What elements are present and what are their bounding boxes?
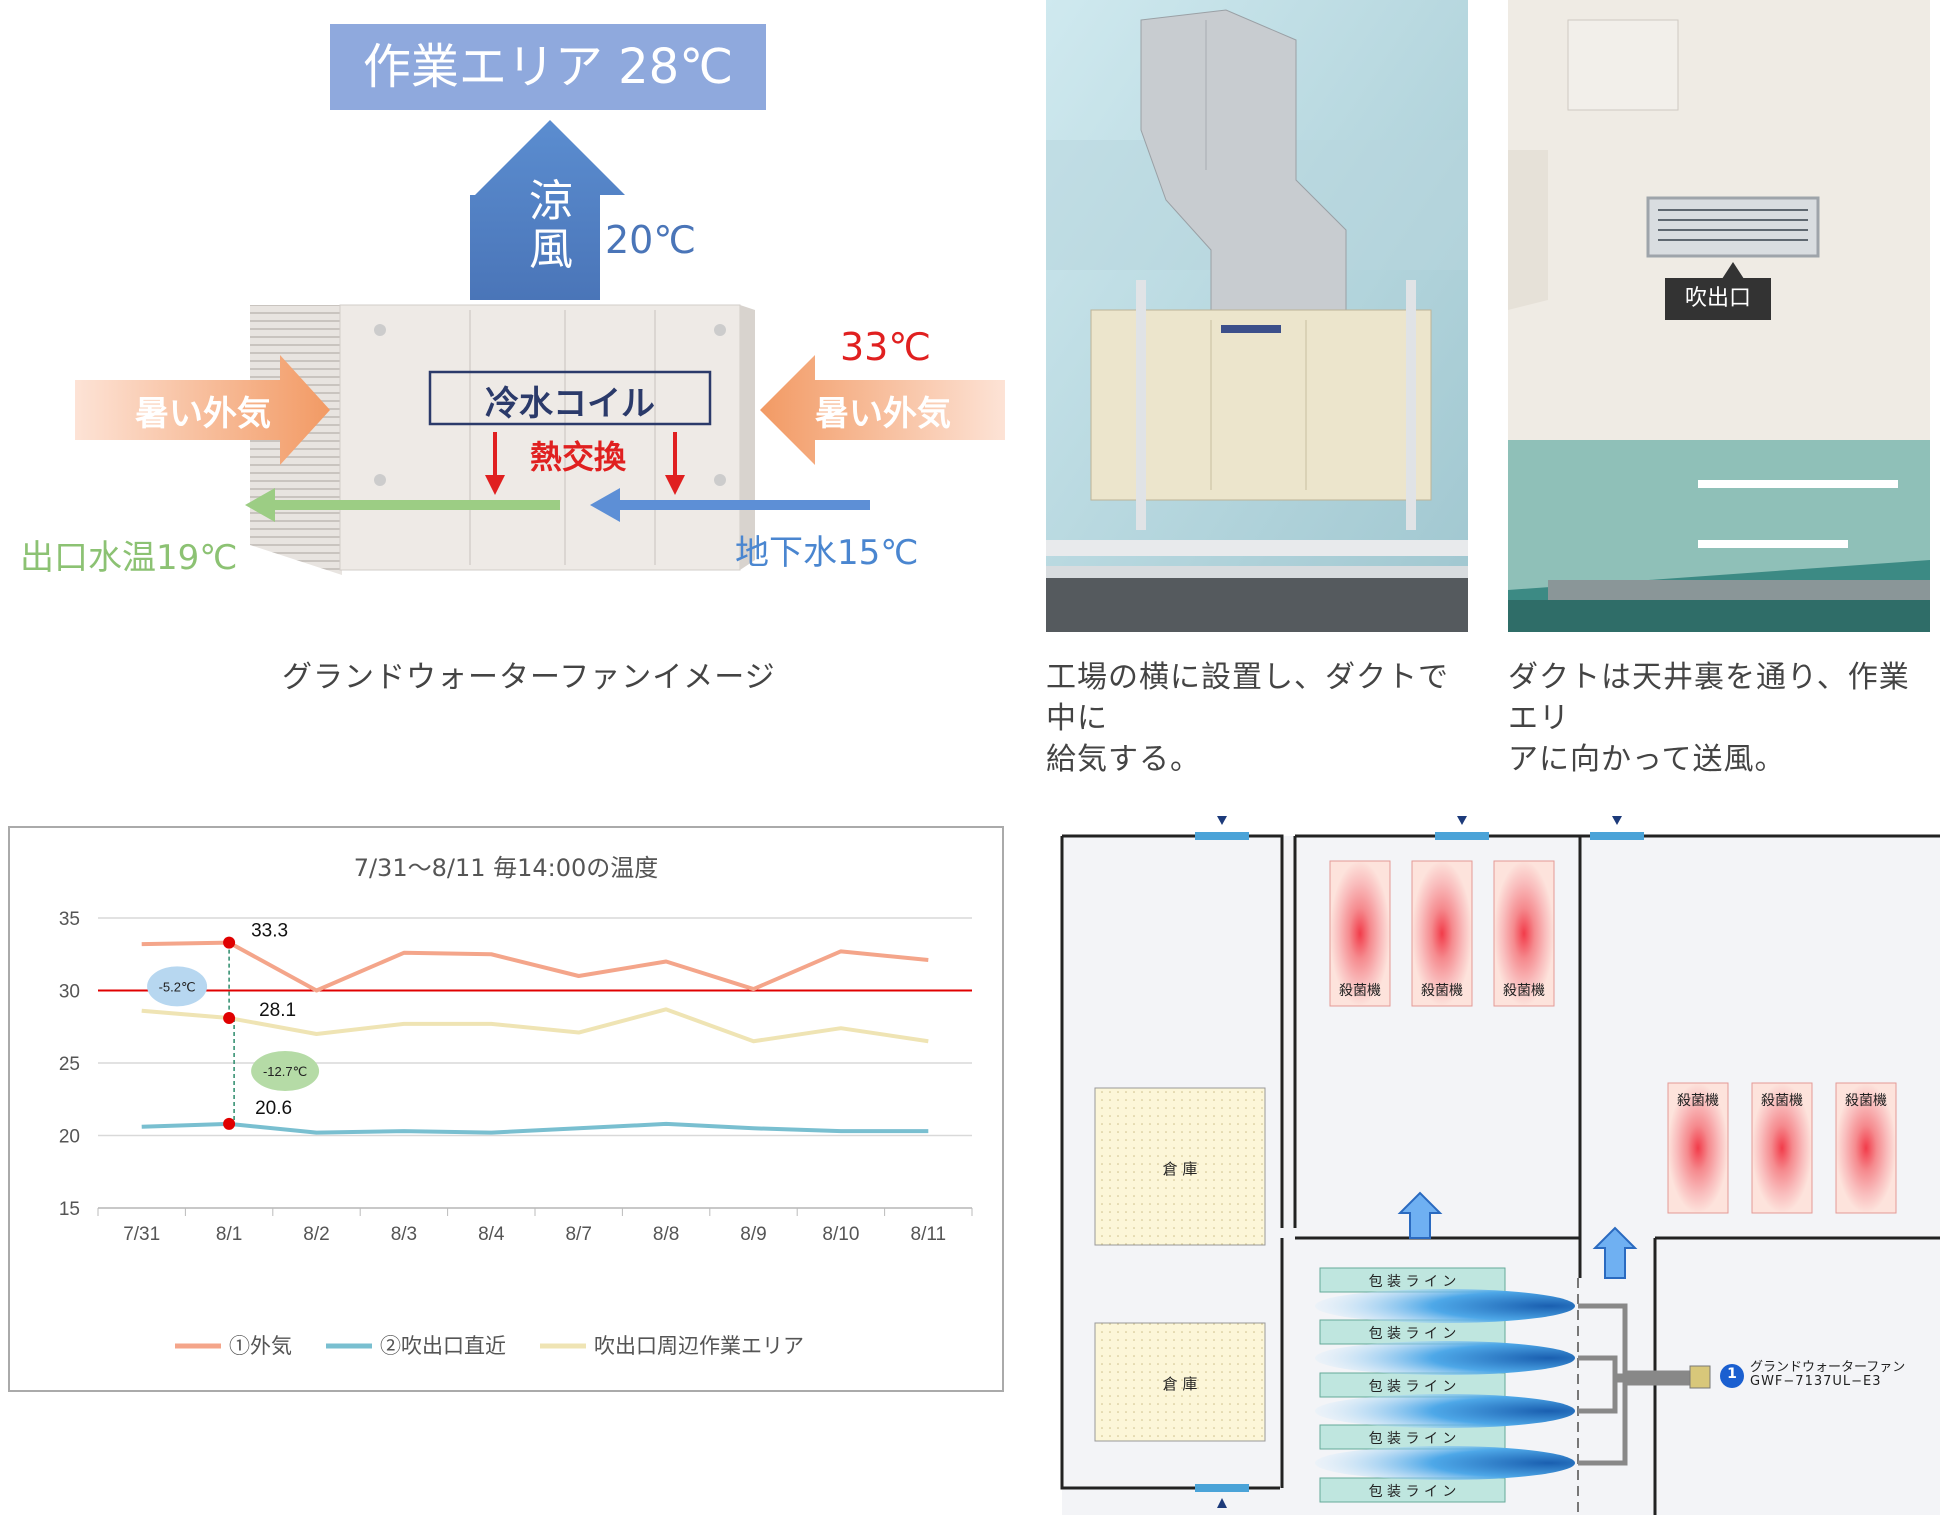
- fan-unit-illustration: [250, 304, 755, 575]
- diff-callout: [251, 1050, 320, 1091]
- air-blow-plumes: [1315, 1289, 1575, 1480]
- coil-label: 冷水コイル: [485, 384, 655, 424]
- ground-water-arrow: [590, 488, 870, 522]
- y-tick-label: 35: [59, 909, 80, 930]
- unit-number-badge: 1: [1727, 1366, 1737, 1382]
- ceiling-photo: [1508, 440, 1930, 632]
- x-tick-label: 8/8: [653, 1224, 679, 1245]
- diagram-caption: グランドウォーターファンイメージ: [282, 660, 776, 695]
- storage-label: 倉 庫: [1162, 1160, 1198, 1178]
- unit-photo-caption: 工場の横に設置し、ダクトで中に 給気する。: [1046, 660, 1449, 777]
- heat-exchange-label: 熱交換: [530, 438, 627, 476]
- legend-label: ②吹出口直近: [380, 1335, 506, 1358]
- hot-air-left-label: 暑い外気: [135, 394, 271, 434]
- data-label: 33.3: [251, 921, 288, 942]
- data-point-marker: [223, 1012, 236, 1025]
- sterilizer-label: 殺菌機: [1677, 1093, 1719, 1109]
- y-tick-label: 30: [59, 982, 80, 1003]
- x-tick-label: 8/2: [303, 1224, 329, 1245]
- temperature-chart: 7/31～8/11 毎14:00の温度 15 20 25 30 35 7/31 8/1 8/2…: [8, 826, 1004, 1392]
- x-tick-label: 8/11: [911, 1224, 947, 1245]
- sterilizer-label: 殺菌機: [1761, 1093, 1803, 1109]
- series-line: [141, 1007, 929, 1044]
- air-flow-diagram: 作業エリア 28℃: [0, 0, 1020, 695]
- diff-callout: [147, 966, 208, 1007]
- diff-callout-label: -12.7℃: [263, 1064, 307, 1079]
- unit-model: GWF−7137UL−E3: [1750, 1374, 1882, 1389]
- x-tick-label: 8/10: [822, 1224, 859, 1245]
- work-area-banner: 作業エリア 28℃: [330, 24, 766, 110]
- sterilizer-label: 殺菌機: [1339, 983, 1381, 999]
- data-label: 20.6: [255, 1098, 292, 1119]
- y-tick-label: 15: [59, 1199, 80, 1220]
- packing-line-label: 包 装 ラ イ ン: [1368, 1379, 1457, 1395]
- series-line: [141, 1121, 929, 1135]
- x-tick-label: 8/3: [391, 1224, 417, 1245]
- unit-name: グランドウォーターファン: [1750, 1360, 1906, 1375]
- storage-label: 倉 庫: [1162, 1375, 1198, 1393]
- x-tick-label: 7/31: [123, 1224, 160, 1245]
- coil-box: [428, 370, 712, 426]
- packing-line-label: 包 装 ラ イ ン: [1368, 1326, 1457, 1342]
- series-line: [141, 940, 929, 993]
- diagram-graphics: [75, 120, 1005, 575]
- y-tick-label: 20: [59, 1127, 80, 1148]
- hot-air-right-label: 暑い外気: [815, 394, 951, 434]
- cool-air-temp: 20℃: [605, 218, 697, 262]
- sterilizer-label: 殺菌機: [1421, 983, 1463, 999]
- x-tick-label: 8/4: [478, 1224, 505, 1245]
- heat-exchange-arrows: [485, 432, 685, 495]
- data-label: 28.1: [259, 1000, 296, 1021]
- sterilizer-group: [1329, 860, 1897, 1214]
- legend-label: ①外気: [229, 1335, 292, 1358]
- sterilizer-label: 殺菌機: [1845, 1093, 1887, 1109]
- x-tick-label: 8/9: [740, 1224, 766, 1245]
- chart-title: 7/31～8/11 毎14:00の温度: [353, 854, 659, 882]
- outlet-label: 吹出口: [1665, 278, 1771, 320]
- y-tick-label: 25: [59, 1054, 80, 1075]
- floor-plan-drawing: [1060, 816, 1940, 1515]
- x-tick-label: 8/1: [216, 1224, 242, 1245]
- chart-plot: 15 20 25 30 35 7/31 8/1 8/2 8/3 8/4 8/7 8/8 8/9 8/10 8…: [59, 909, 973, 1358]
- ground-water-label: 地下水15℃: [735, 533, 919, 573]
- work-area-title: 作業エリア 28℃: [362, 39, 734, 95]
- packing-line-label: 包 装 ラ イ ン: [1368, 1484, 1457, 1500]
- unit-photo: [1046, 0, 1468, 632]
- data-point-marker: [223, 936, 236, 949]
- outlet-photo: 吹出口: [1508, 0, 1930, 440]
- data-point-marker: [223, 1117, 236, 1130]
- cool-air-arrow: [470, 120, 625, 300]
- packing-line-label: 包 装 ラ イ ン: [1368, 1431, 1457, 1447]
- legend-label: 吹出口周辺作業エリア: [594, 1335, 804, 1358]
- packing-line-label: 包 装 ラ イ ン: [1368, 1274, 1457, 1290]
- diff-callout-label: -5.2℃: [159, 979, 196, 994]
- outside-temp: 33℃: [840, 325, 932, 369]
- hot-air-arrow-left: [75, 355, 330, 465]
- packing-lines: [1319, 1267, 1506, 1503]
- floor-plan: 殺菌機 殺菌機 殺菌機 殺菌機 殺菌機 殺菌機 倉 庫 倉 庫 包 装 ラ イ …: [1050, 808, 1940, 1515]
- sterilizer-label: 殺菌機: [1503, 983, 1545, 999]
- outlet-water-label: 出口水温19℃: [20, 538, 238, 578]
- outlet-water-arrow: [245, 488, 560, 522]
- x-tick-label: 8/7: [565, 1224, 591, 1245]
- hot-air-arrow-right: [760, 355, 1005, 465]
- cool-air-label: 涼風: [529, 176, 573, 275]
- duct-photo-caption: ダクトは天井裏を通り、作業エリ アに向かって送風。: [1508, 660, 1910, 777]
